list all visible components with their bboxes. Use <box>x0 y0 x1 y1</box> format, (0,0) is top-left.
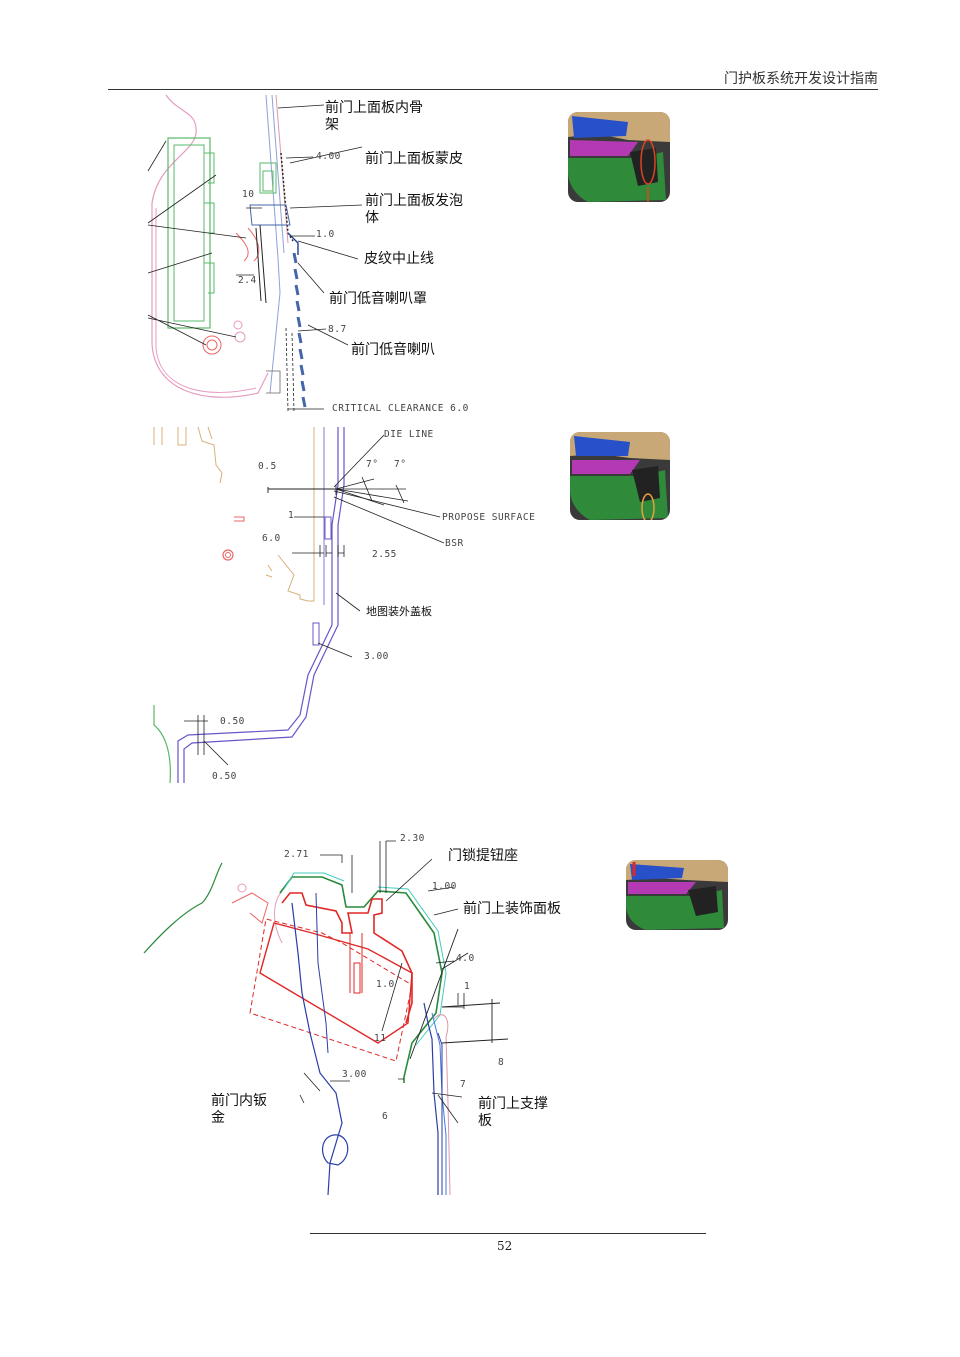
door-panel-thumbnail-3 <box>626 860 728 930</box>
dim-1: 1 <box>288 510 295 521</box>
figure-3-drawing <box>143 840 509 1196</box>
footer-rule <box>310 1233 706 1234</box>
dim-1-0: 1.0 <box>316 229 335 240</box>
dim-6-0: 6.0 <box>262 533 281 544</box>
page-number: 52 <box>497 1239 513 1253</box>
dim-angle-7-b: 7° <box>394 459 407 470</box>
label-map-pocket-cover: 地图装外盖板 <box>366 605 432 618</box>
dim-die-line: DIE LINE <box>384 429 434 440</box>
dim-8-7: 8.7 <box>328 324 347 335</box>
dim-2-30: 2.30 <box>400 833 425 844</box>
dim-0-5: 0.5 <box>258 461 277 472</box>
dim-7: 7 <box>460 1079 467 1090</box>
dim-4-0: 4.0 <box>456 953 475 964</box>
dim-10: 10 <box>242 189 255 200</box>
label-upper-trim-panel: 前门上装饰面板 <box>463 901 561 917</box>
dim-2-55: 2.55 <box>372 549 397 560</box>
figure-2-drawing <box>153 426 445 784</box>
dim-1-0: 1.0 <box>376 979 395 990</box>
dim-1: 1 <box>464 981 471 992</box>
document-header-title: 门护板系统开发设计指南 <box>724 71 878 87</box>
dim-propose-surface: PROPOSE SURFACE <box>442 512 536 523</box>
dim-8: 8 <box>498 1057 505 1068</box>
label-woofer: 前门低音喇叭 <box>351 342 435 358</box>
dim-3-00: 3.00 <box>364 651 389 662</box>
dim-4-00: 4.00 <box>316 151 341 162</box>
dim-bsr: BSR <box>445 538 464 549</box>
figure-2-cad-section: DIE LINE 0.5 7° 7° 1 PROPOSE SURFACE BSR… <box>148 425 548 785</box>
dim-3-00: 3.00 <box>342 1069 367 1080</box>
label-woofer-cover: 前门低音喇叭罩 <box>329 291 427 307</box>
label-upper-panel-skin: 前门上面板蒙皮 <box>365 151 463 167</box>
figure-1-cad-section: 4.00 10 1.0 2.4 8.7 CRITICAL CLEARANCE 6… <box>147 93 518 415</box>
dim-2-4: 2.4 <box>238 275 257 286</box>
dim-0-50-a: 0.50 <box>220 716 245 727</box>
label-grain-stop-line: 皮纹中止线 <box>364 251 434 267</box>
label-upper-panel-inner-frame: 前门上面板内骨 架 <box>325 100 423 133</box>
dim-0-50-b: 0.50 <box>212 771 237 782</box>
door-panel-thumbnail-2 <box>570 432 670 520</box>
dim-6: 6 <box>382 1111 389 1122</box>
dim-critical-clearance: CRITICAL CLEARANCE 6.0 <box>332 403 469 414</box>
door-panel-thumbnail-1 <box>568 112 670 202</box>
label-inner-sheet-metal: 前门内钣 金 <box>211 1093 267 1126</box>
dim-2-71: 2.71 <box>284 849 309 860</box>
dim-angle-7-a: 7° <box>366 459 379 470</box>
dim-1-00: 1.00 <box>432 881 457 892</box>
dim-11: 11 <box>374 1033 387 1044</box>
header-rule <box>108 89 878 90</box>
figure-3-cad-section: 2.30 2.71 1.00 4.0 1 1.0 8 11 7 3.00 6 <box>142 833 647 1196</box>
label-door-lock-knob-seat: 门锁提钮座 <box>448 848 518 864</box>
label-upper-support-plate: 前门上支撑 板 <box>478 1096 548 1129</box>
figure-1-drawing <box>147 94 363 412</box>
label-upper-panel-foam: 前门上面板发泡 体 <box>365 193 463 226</box>
